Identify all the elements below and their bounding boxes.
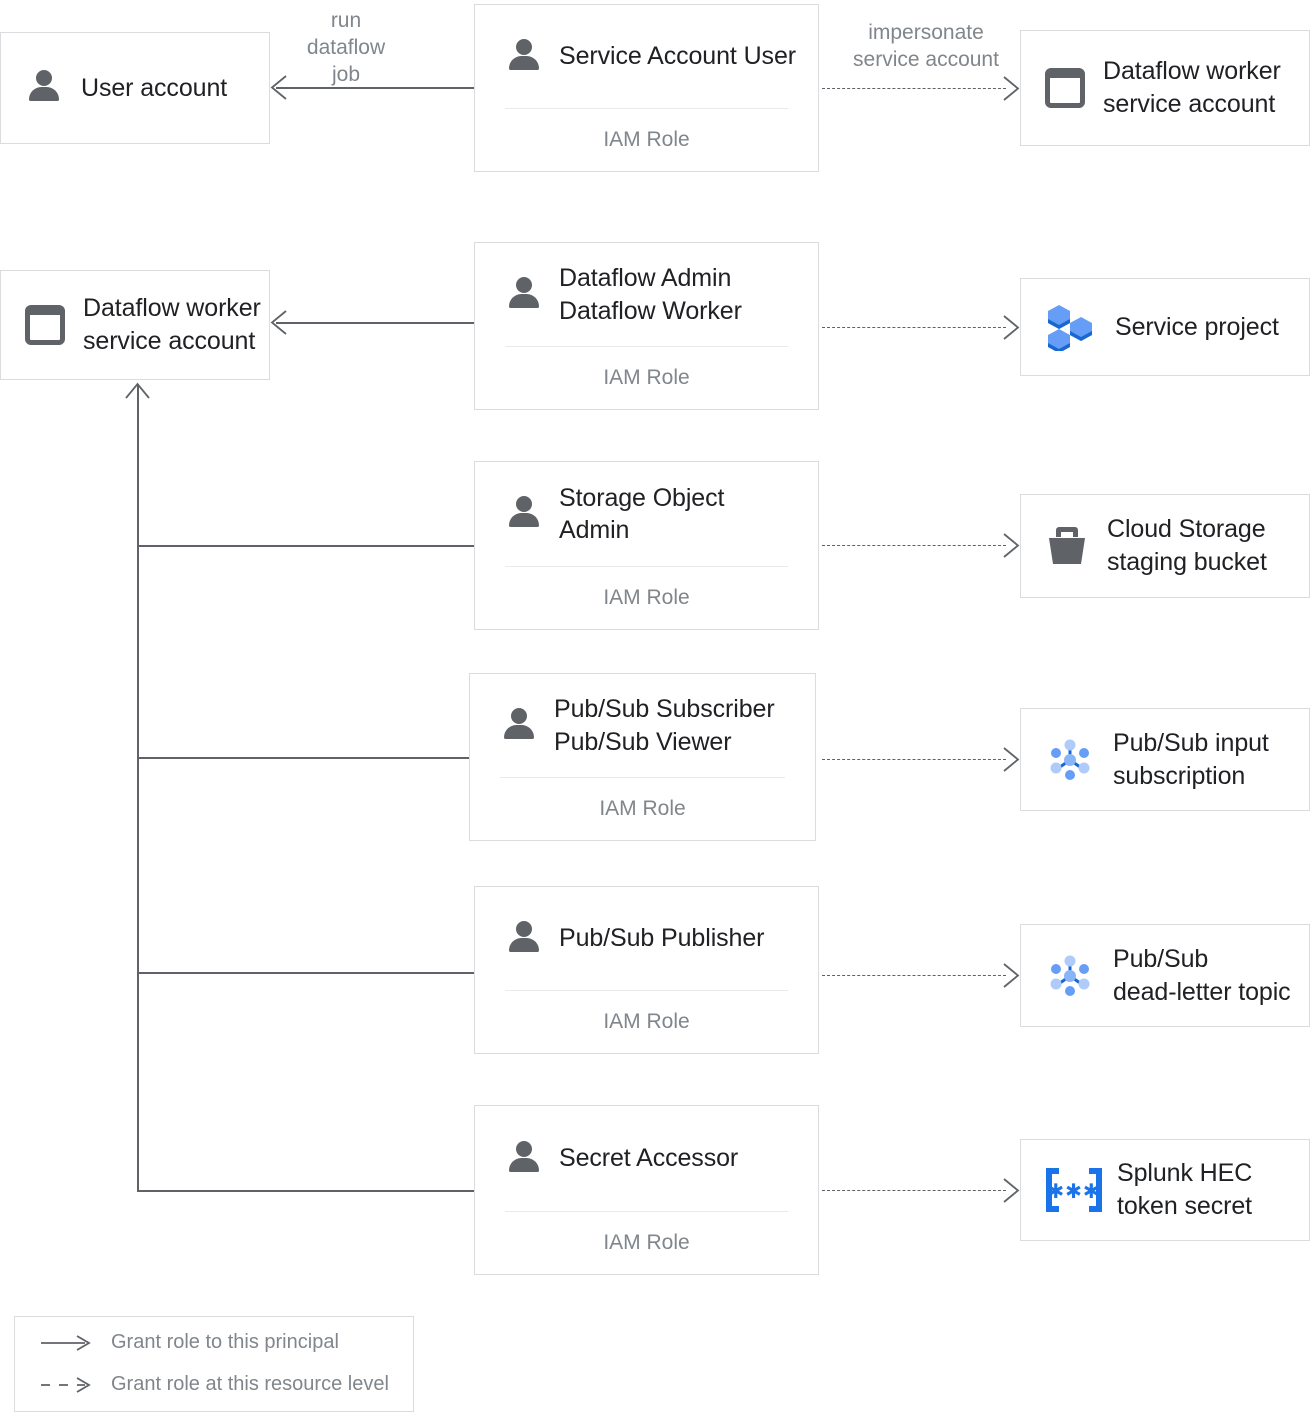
role-card-divider bbox=[505, 566, 788, 567]
person-icon bbox=[505, 920, 543, 958]
role-name: Pub/Sub Publisher bbox=[559, 924, 765, 953]
node-dataflow-worker-service-account-main[interactable]: Dataflow worker service account bbox=[0, 270, 270, 380]
service-account-icon bbox=[25, 305, 65, 345]
node-label: Dataflow worker service account bbox=[1103, 57, 1281, 118]
connector-trunk-branch-secret bbox=[137, 1190, 474, 1192]
role-card-header: Secret Accessor bbox=[475, 1106, 818, 1211]
role-card-divider bbox=[505, 346, 788, 347]
arrowhead-left bbox=[270, 75, 287, 100]
role-name: Dataflow Admin Dataflow Worker bbox=[559, 264, 742, 325]
node-user-account[interactable]: User account bbox=[0, 32, 270, 144]
person-icon bbox=[500, 707, 538, 745]
node-label: User account bbox=[81, 73, 228, 102]
legend-item-solid: Grant role to this principal bbox=[39, 1331, 339, 1354]
svg-text:✱✱✱: ✱✱✱ bbox=[1047, 1179, 1100, 1203]
node-label: Splunk HEC token secret bbox=[1117, 1159, 1253, 1220]
role-card-footer: IAM Role bbox=[603, 366, 690, 389]
connector-cloud-storage-dashed bbox=[822, 545, 1006, 546]
node-splunk-hec-token-secret[interactable]: ✱✱✱ Splunk HEC token secret bbox=[1020, 1139, 1310, 1241]
role-card-footer: IAM Role bbox=[603, 1010, 690, 1033]
role-card-pubsub-subscriber-viewer[interactable]: Pub/Sub Subscriber Pub/Sub Viewer IAM Ro… bbox=[469, 673, 816, 841]
role-card-footer: IAM Role bbox=[603, 128, 690, 151]
role-card-storage-object-admin[interactable]: Storage Object Admin IAM Role bbox=[474, 461, 819, 630]
connector-dataflow-admin-to-sa bbox=[276, 322, 474, 324]
connector-trunk-vertical bbox=[137, 384, 139, 1191]
connector-service-project-dashed bbox=[822, 327, 1006, 328]
pubsub-icon bbox=[1050, 955, 1090, 996]
role-name: Secret Accessor bbox=[559, 1144, 739, 1173]
role-card-divider bbox=[505, 1211, 788, 1212]
role-card-header: Pub/Sub Subscriber Pub/Sub Viewer bbox=[470, 674, 815, 777]
edge-label-run-dataflow-job: run dataflow job bbox=[306, 9, 386, 86]
person-icon bbox=[25, 69, 63, 107]
person-icon bbox=[505, 1140, 543, 1178]
connector-pubsub-dlq-dashed bbox=[822, 975, 1006, 976]
legend-item-dashed: Grant role at this resource level bbox=[39, 1373, 389, 1396]
role-card-divider bbox=[505, 990, 788, 991]
role-card-header: Dataflow Admin Dataflow Worker bbox=[475, 243, 818, 346]
connector-trunk-branch-pubsub-sub bbox=[137, 757, 469, 759]
node-service-project[interactable]: Service project bbox=[1020, 278, 1310, 376]
role-card-pubsub-publisher[interactable]: Pub/Sub Publisher IAM Role bbox=[474, 886, 819, 1054]
node-cloud-storage-staging-bucket[interactable]: Cloud Storage staging bucket bbox=[1020, 494, 1310, 598]
role-card-footer: IAM Role bbox=[603, 1231, 690, 1254]
arrowhead-right bbox=[1003, 533, 1020, 558]
role-card-divider bbox=[505, 108, 788, 109]
role-card-footer: IAM Role bbox=[603, 586, 690, 609]
node-label: Cloud Storage staging bucket bbox=[1107, 515, 1267, 576]
node-dataflow-worker-service-account-resource[interactable]: Dataflow worker service account bbox=[1020, 30, 1310, 146]
person-icon bbox=[505, 276, 543, 314]
node-label: Pub/Sub dead-letter topic bbox=[1113, 944, 1291, 1006]
node-label: Dataflow worker service account bbox=[83, 294, 261, 355]
role-name: Storage Object Admin bbox=[559, 483, 725, 545]
pubsub-icon bbox=[1050, 739, 1090, 780]
connector-impersonate-dashed bbox=[822, 88, 1006, 89]
arrowhead-left bbox=[270, 310, 287, 335]
role-card-footer: IAM Role bbox=[599, 797, 686, 820]
node-label: Service project bbox=[1115, 312, 1279, 341]
person-icon bbox=[505, 495, 543, 533]
legend-label: Grant role at this resource level bbox=[111, 1373, 389, 1395]
role-card-header: Service Account User bbox=[475, 5, 818, 108]
arrowhead-right bbox=[1003, 76, 1020, 101]
dashed-arrow-icon bbox=[41, 1376, 91, 1393]
role-card-dataflow-admin-worker[interactable]: Dataflow Admin Dataflow Worker IAM Role bbox=[474, 242, 819, 410]
connector-secret-dashed bbox=[822, 1190, 1006, 1191]
cloud-storage-bucket-icon bbox=[1049, 527, 1085, 564]
arrowhead-right bbox=[1003, 963, 1020, 988]
service-account-icon bbox=[1045, 68, 1085, 108]
role-card-divider bbox=[500, 777, 785, 778]
role-card-secret-accessor[interactable]: Secret Accessor IAM Role bbox=[474, 1105, 819, 1275]
role-card-header: Storage Object Admin bbox=[475, 462, 818, 566]
arrowhead-right bbox=[1003, 747, 1020, 772]
role-name: Pub/Sub Subscriber Pub/Sub Viewer bbox=[554, 695, 775, 756]
role-card-service-account-user[interactable]: Service Account User IAM Role bbox=[474, 4, 819, 172]
node-pubsub-dead-letter-topic[interactable]: Pub/Sub dead-letter topic bbox=[1020, 924, 1310, 1027]
connector-pubsub-input-dashed bbox=[822, 759, 1006, 760]
legend-label: Grant role to this principal bbox=[111, 1331, 339, 1353]
role-card-header: Pub/Sub Publisher bbox=[475, 887, 818, 990]
google-cloud-project-hexagons-icon bbox=[1048, 305, 1092, 351]
arrowhead-right bbox=[1003, 1178, 1020, 1203]
connector-service-account-user-to-user-account bbox=[276, 87, 474, 89]
legend: Grant role to this principal Grant role … bbox=[14, 1316, 414, 1412]
node-label: Pub/Sub input subscription bbox=[1113, 728, 1269, 790]
edge-label-impersonate-service-account: impersonate service account bbox=[853, 21, 999, 71]
arrowhead-right bbox=[1003, 315, 1020, 340]
secret-manager-icon: ✱✱✱ bbox=[1046, 1168, 1102, 1212]
connector-trunk-branch-pubsub-pub bbox=[137, 972, 474, 974]
node-pubsub-input-subscription[interactable]: Pub/Sub input subscription bbox=[1020, 708, 1310, 811]
connector-trunk-branch-storage bbox=[137, 545, 474, 547]
solid-arrow-icon bbox=[41, 1334, 91, 1351]
person-icon bbox=[505, 38, 543, 76]
role-name: Service Account User bbox=[559, 42, 796, 71]
